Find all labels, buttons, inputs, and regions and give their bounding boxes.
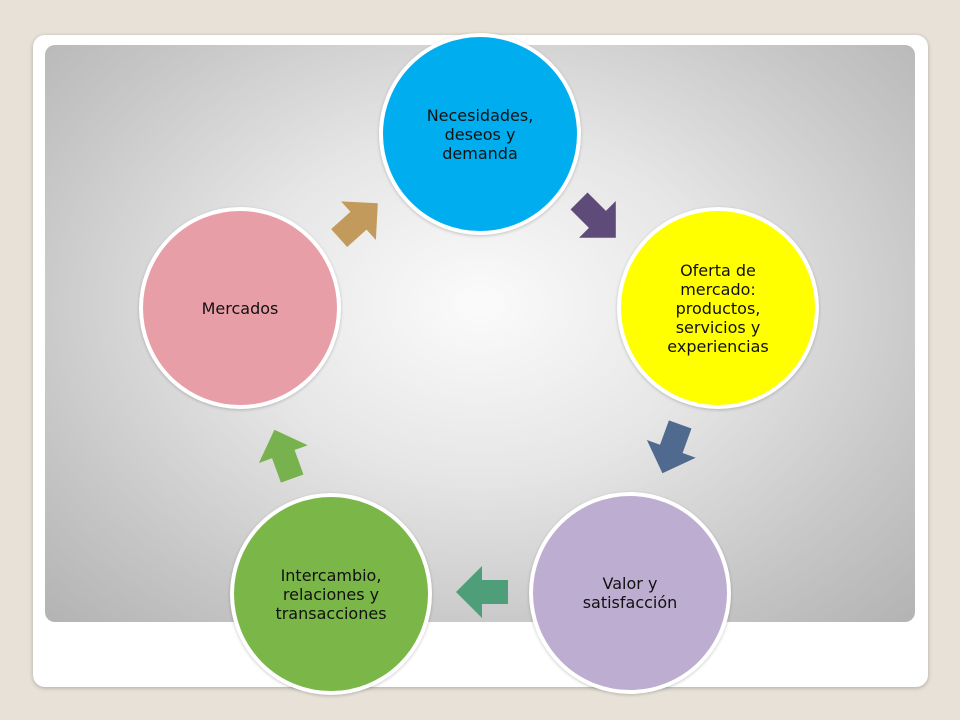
node-oferta: Oferta de mercado: productos, servicios …	[617, 207, 819, 409]
node-mercados: Mercados	[139, 207, 341, 409]
node-oferta-label: Oferta de mercado: productos, servicios …	[667, 260, 769, 356]
node-valor: Valor y satisfacción	[529, 492, 731, 694]
node-valor-label: Valor y satisfacción	[582, 574, 678, 612]
arrow-oferta-to-valor	[646, 420, 696, 474]
node-intercambio-label: Intercambio, relaciones y transacciones	[275, 565, 387, 623]
node-mercados-label: Mercados	[201, 298, 279, 318]
arrow-necesidades-to-oferta	[570, 192, 616, 238]
arrow-intercambio-to-mercados	[258, 429, 308, 483]
node-necesidades: Necesidades, deseos y demanda	[379, 33, 581, 235]
arrow-mercados-to-necesidades	[331, 201, 378, 247]
node-necesidades-label: Necesidades, deseos y demanda	[426, 105, 534, 163]
node-intercambio: Intercambio, relaciones y transacciones	[230, 493, 432, 695]
arrow-valor-to-intercambio	[456, 566, 508, 618]
